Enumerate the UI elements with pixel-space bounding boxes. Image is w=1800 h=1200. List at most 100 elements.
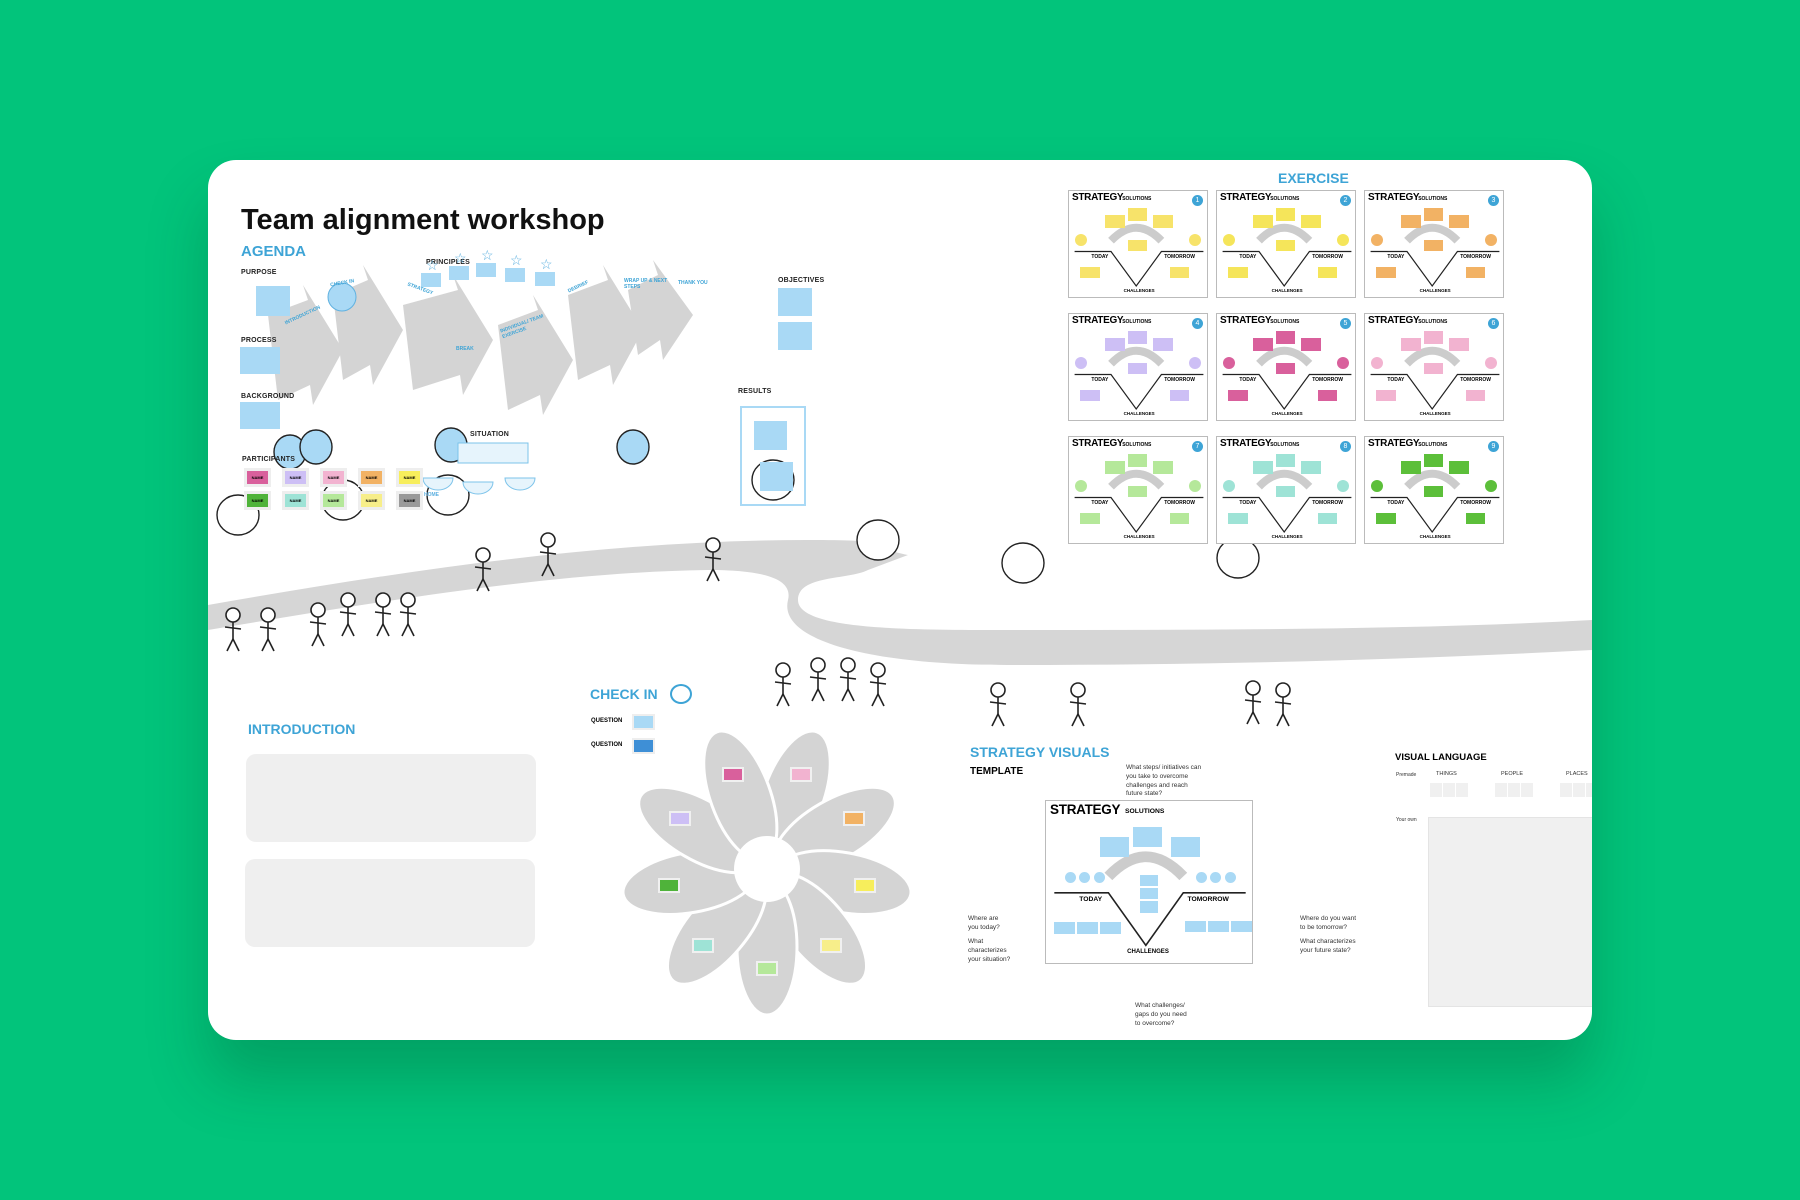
sticky-note[interactable] — [1465, 389, 1486, 402]
objective-sticky[interactable] — [778, 288, 812, 316]
icon-slot[interactable] — [1573, 783, 1585, 797]
sticky-note[interactable] — [1401, 214, 1421, 228]
sticky-note[interactable] — [1105, 460, 1125, 474]
circle-sticky[interactable] — [1224, 871, 1236, 883]
circle-sticky[interactable] — [1064, 871, 1076, 883]
participant-name-sticky[interactable]: NAME — [396, 491, 423, 510]
principle-sticky[interactable] — [535, 272, 555, 286]
sticky-note[interactable] — [1423, 331, 1444, 345]
participant-name-sticky[interactable]: NAME — [396, 468, 423, 487]
sticky-note[interactable] — [1153, 214, 1173, 228]
participant-name-sticky[interactable]: NAME — [320, 468, 347, 487]
sticky-note[interactable] — [1275, 208, 1296, 222]
sticky-note[interactable] — [1100, 922, 1121, 934]
sticky-note[interactable] — [1275, 485, 1296, 498]
circle-sticky[interactable] — [1195, 871, 1207, 883]
circle-sticky[interactable] — [1079, 871, 1091, 883]
participant-name-sticky[interactable]: NAME — [358, 468, 385, 487]
result-sticky[interactable] — [754, 421, 787, 450]
icon-slot[interactable] — [1430, 783, 1442, 797]
circle-sticky[interactable] — [1075, 234, 1087, 246]
speech-bubble[interactable] — [1001, 542, 1045, 584]
circle-sticky[interactable] — [1223, 357, 1235, 369]
sticky-note[interactable] — [1317, 512, 1338, 525]
sticky-note[interactable] — [1080, 266, 1100, 279]
circle-sticky[interactable] — [1189, 234, 1201, 246]
sticky-note[interactable] — [1170, 837, 1200, 857]
sticky-note[interactable] — [1465, 266, 1486, 279]
introduction-box[interactable] — [245, 859, 535, 947]
sticky-note[interactable] — [1228, 512, 1248, 525]
sticky-note[interactable] — [1301, 460, 1321, 474]
circle-sticky[interactable] — [1337, 357, 1349, 369]
speech-bubble[interactable] — [616, 429, 650, 465]
sticky-note[interactable] — [1139, 901, 1159, 913]
circle-sticky[interactable] — [1189, 357, 1201, 369]
petal-sticky[interactable] — [842, 811, 865, 826]
icon-slot[interactable] — [1560, 783, 1572, 797]
sticky-note[interactable] — [1054, 922, 1076, 934]
circle-sticky[interactable] — [1075, 480, 1087, 492]
sticky-note[interactable] — [1127, 362, 1148, 375]
icon-slot[interactable] — [1443, 783, 1455, 797]
sticky-note[interactable] — [1376, 389, 1396, 402]
sticky-note[interactable] — [1080, 389, 1100, 402]
participant-name-sticky[interactable]: NAME — [244, 468, 271, 487]
sticky-note[interactable] — [1253, 337, 1273, 351]
petal-sticky[interactable] — [657, 878, 680, 894]
sticky-note[interactable] — [1231, 920, 1252, 933]
circle-sticky[interactable] — [1093, 871, 1105, 883]
circle-sticky[interactable] — [1075, 357, 1087, 369]
background-sticky[interactable] — [240, 402, 280, 429]
sticky-note[interactable] — [1228, 389, 1248, 402]
circle-sticky[interactable] — [1485, 480, 1497, 492]
question-sticky[interactable] — [632, 714, 655, 730]
sticky-note[interactable] — [1401, 337, 1421, 351]
principle-sticky[interactable] — [476, 263, 496, 277]
sticky-note[interactable] — [1228, 266, 1248, 279]
sticky-note[interactable] — [1275, 331, 1296, 345]
sticky-note[interactable] — [1423, 208, 1444, 222]
circle-sticky[interactable] — [1223, 480, 1235, 492]
sticky-note[interactable] — [1376, 266, 1396, 279]
objective-sticky[interactable] — [778, 322, 812, 350]
sticky-note[interactable] — [1449, 460, 1469, 474]
sticky-note[interactable] — [1169, 266, 1190, 279]
icon-slot[interactable] — [1508, 783, 1520, 797]
sticky-note[interactable] — [1423, 239, 1444, 252]
sticky-note[interactable] — [1153, 337, 1173, 351]
sticky-note[interactable] — [1376, 512, 1396, 525]
icon-slot[interactable] — [1456, 783, 1468, 797]
circle-sticky[interactable] — [1371, 234, 1383, 246]
circle-sticky[interactable] — [1371, 357, 1383, 369]
sticky-note[interactable] — [1185, 920, 1207, 933]
circle-sticky[interactable] — [1485, 234, 1497, 246]
sticky-note[interactable] — [1449, 214, 1469, 228]
participant-name-sticky[interactable]: NAME — [320, 491, 347, 510]
circle-sticky[interactable] — [1223, 234, 1235, 246]
sticky-note[interactable] — [1423, 362, 1444, 375]
principle-sticky[interactable] — [505, 268, 525, 282]
sticky-note[interactable] — [1253, 214, 1273, 228]
petal-sticky[interactable] — [691, 937, 714, 953]
sticky-note[interactable] — [1275, 454, 1296, 468]
process-sticky[interactable] — [240, 347, 280, 374]
sticky-note[interactable] — [1301, 214, 1321, 228]
sticky-note[interactable] — [1153, 460, 1173, 474]
result-sticky[interactable] — [760, 462, 793, 491]
speech-bubble[interactable] — [299, 429, 333, 465]
petal-sticky[interactable] — [820, 937, 843, 953]
sticky-note[interactable] — [1169, 389, 1190, 402]
sticky-note[interactable] — [1127, 239, 1148, 252]
circle-sticky[interactable] — [1337, 234, 1349, 246]
petal-sticky[interactable] — [669, 811, 692, 826]
